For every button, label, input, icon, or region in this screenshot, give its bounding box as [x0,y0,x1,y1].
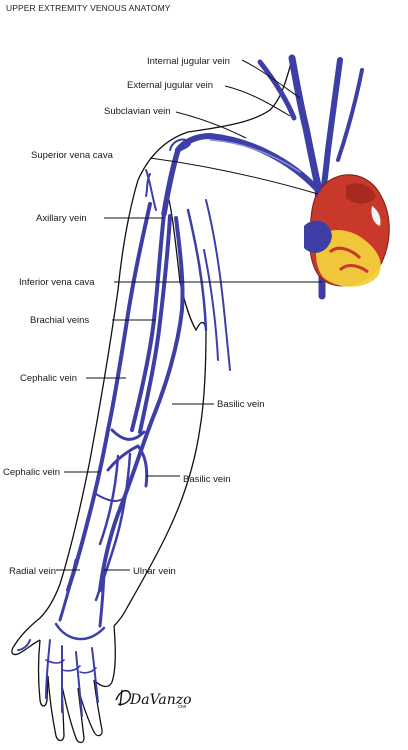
label-internal-jugular-vein: Internal jugular vein [147,56,230,67]
figure-title: UPPER EXTREMITY VENOUS ANATOMY [6,3,171,13]
label-radial-vein: Radial vein [9,566,56,577]
leader-subclavian [175,111,247,139]
signature-text: DaVanzo [129,692,192,708]
label-axillary-vein: Axillary vein [36,213,87,224]
leader-external-jugular [224,85,291,117]
leader-lines [56,59,322,571]
label-basilic-vein-upper: Basilic vein [217,399,265,410]
label-inferior-vena-cava: Inferior vena cava [19,277,95,288]
label-brachial-veins: Brachial veins [30,315,89,326]
label-cephalic-vein-upper: Cephalic vein [20,373,77,384]
arm-veins [17,133,321,717]
label-cephalic-vein-lower: Cephalic vein [3,467,60,478]
label-external-jugular-vein: External jugular vein [127,80,213,91]
signature-suffix: CMI [178,704,186,709]
label-superior-vena-cava: Superior vena cava [31,150,114,161]
label-subclavian-vein: Subclavian vein [104,106,171,117]
labels: Internal jugular vein External jugular v… [3,56,265,577]
artist-signature: DaVanzo CMI [115,689,192,709]
label-ulnar-vein: Ulnar vein [133,566,176,577]
label-basilic-vein-lower: Basilic vein [183,474,231,485]
leader-internal-jugular [241,59,301,99]
heart [257,54,390,300]
leader-superior-vena-cava [149,157,319,195]
